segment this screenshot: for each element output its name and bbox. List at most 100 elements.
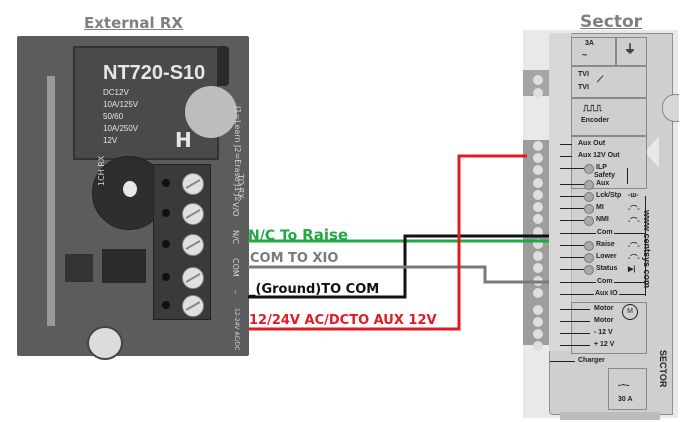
relay-sticker: [185, 86, 237, 138]
aux-out-label: Aux Out: [578, 140, 606, 147]
wire-label-xio: COM TO XIO: [250, 251, 339, 266]
terminal-dot: [533, 75, 543, 85]
wire-line: [560, 208, 584, 209]
encoder-box: [571, 97, 647, 137]
receiver-title: External RX: [84, 14, 183, 32]
safety-label: Safety: [594, 172, 616, 179]
wire-line: [560, 196, 584, 197]
bracket-line: [627, 168, 628, 184]
capacitor: [87, 326, 123, 360]
relay-model: NT720-S10: [103, 62, 206, 84]
controller-title: Sector: [580, 12, 643, 32]
fuse-rating: 30 A: [618, 396, 633, 403]
controller-strip: [549, 33, 572, 351]
buzzer-hole: [123, 181, 137, 197]
relay-spec: 10A/250V: [103, 124, 139, 133]
triangle-arrow-icon: [645, 136, 659, 168]
terminal-dot: [533, 317, 543, 327]
terminal-dot: [533, 153, 543, 163]
terminal-hole: [162, 273, 170, 281]
terminal-hole: [162, 301, 170, 309]
wire-line: [550, 361, 575, 362]
terminal-dot: [533, 141, 543, 151]
input-label: Com: [596, 229, 614, 236]
pcb-header-strip: [47, 76, 55, 326]
terminal-dot: [533, 329, 543, 339]
led-icon: [584, 265, 594, 275]
aux-label: Aux: [596, 180, 610, 187]
receiver-terminal-block: [153, 164, 211, 320]
wire-label-main: Raise: [302, 226, 349, 244]
terminal-dot: [533, 341, 543, 351]
relay-logo-icon: H: [175, 128, 192, 152]
ground-icon: ⏚: [624, 42, 637, 56]
switch-icon: -⌒-: [628, 206, 640, 213]
wire-line: [560, 168, 584, 169]
input-label: Lck/Stp: [596, 192, 622, 199]
terminal-screw-power: [182, 295, 204, 317]
motor-label: Motor: [594, 305, 614, 312]
switch-icon: -ш-: [628, 192, 639, 199]
ic-chip: [102, 249, 146, 283]
led-icon: [584, 253, 594, 263]
terminal-screw-vo: [182, 173, 204, 195]
terminal-dot: [533, 88, 543, 98]
wire-line: [560, 184, 584, 185]
tvi-box: [571, 65, 647, 99]
wire-line: [560, 269, 584, 270]
motor-icon: M: [622, 304, 638, 320]
led-icon: [584, 180, 594, 190]
controller-base: [560, 412, 660, 420]
wire-line: [560, 220, 584, 221]
wire-line: [560, 309, 590, 310]
wire-line: [560, 333, 590, 334]
battery-neg-label: - 12 V: [594, 329, 613, 336]
wire-line: [560, 345, 590, 346]
input-label: MI: [596, 204, 604, 211]
jumper-header: [217, 46, 229, 86]
switch-icon: -⌒-: [628, 218, 640, 225]
led-icon: [584, 204, 594, 214]
relay-spec: 12V: [103, 136, 118, 145]
terminal-dot: [533, 214, 543, 224]
terminal-screw-nc: [182, 203, 204, 225]
common-bus-line: [645, 196, 646, 296]
terminal-dot: [533, 251, 543, 261]
wire-line: [560, 321, 590, 322]
wire-label-raise: N/C To Raise: [248, 226, 348, 244]
input-label: Status: [596, 265, 618, 272]
wire-label-power: 12/24V AC/DCTO AUX 12V: [249, 313, 437, 328]
terminal-dot: [533, 305, 543, 315]
switch-icon: -⌒-: [628, 255, 640, 262]
battery-pos-label: + 12 V: [594, 341, 615, 348]
terminal-dot: [533, 190, 543, 200]
terminal-dot: [533, 288, 543, 298]
terminal-dot: [533, 239, 543, 249]
aux-12v-label: Aux 12V Out: [578, 152, 620, 159]
relay: NT720-S10 DC12V 10A/125V 50/60 10A/250V …: [73, 46, 237, 160]
input-label: Raise: [596, 241, 615, 248]
input-label: Aux IO: [594, 290, 619, 297]
ilp-label: ILP: [596, 164, 607, 171]
input-label: Lower: [596, 253, 617, 260]
fuse-box: [608, 368, 647, 410]
wire-red: [248, 154, 527, 331]
terminal-hole: [162, 209, 170, 217]
relay-spec: 50/60: [103, 112, 124, 121]
fuse-rating: 3A: [585, 40, 594, 47]
terminal-hole: [162, 240, 170, 248]
terminal-dot: [533, 178, 543, 188]
fuse-box: [571, 37, 617, 67]
ic-chip: [65, 254, 93, 282]
terminal-dot: [533, 263, 543, 273]
terminal-hole: [162, 179, 170, 187]
relay-spec: 10A/125V: [103, 100, 139, 109]
terminal-dot: [533, 227, 543, 237]
tvi-label: TVI: [578, 84, 589, 91]
led-icon: [584, 164, 594, 174]
input-label: NMI: [596, 216, 609, 223]
wire-label-prefix: N/C To: [248, 228, 303, 244]
aux-box: [571, 135, 647, 189]
wire-gray: [248, 265, 549, 284]
